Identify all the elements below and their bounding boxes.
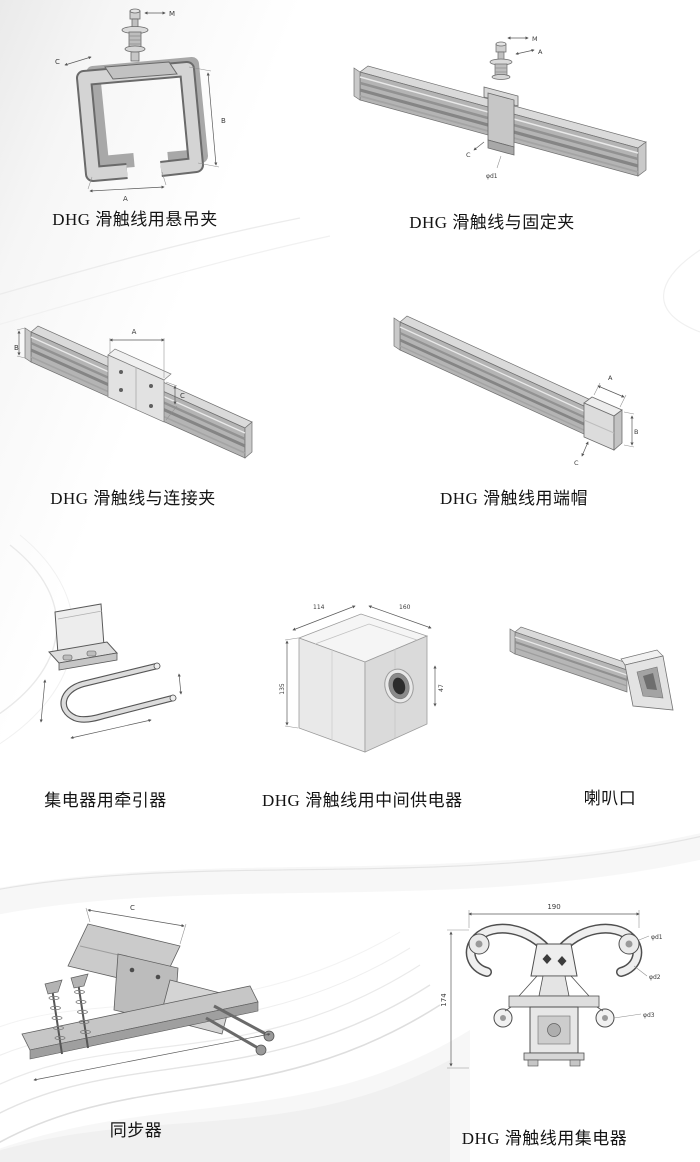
dim-label: C [180, 392, 185, 400]
conductor-rail [509, 626, 634, 693]
horn-mouth-art [500, 612, 700, 727]
clamp [483, 86, 519, 156]
synchronizer-image: C [21, 904, 275, 1082]
product-end-cap: A B C DHG 滑触线用端帽 [388, 296, 640, 512]
center-bracket [529, 943, 578, 997]
conductor-rail [393, 315, 594, 436]
dim-label: φd2 [649, 974, 661, 981]
product-collector: 190 174 [432, 892, 677, 1148]
dim-label: 160 [399, 604, 411, 611]
dim-label: M [532, 35, 538, 43]
synchronizer-caption: 同步器 [109, 1121, 163, 1140]
connection-clamp-image: A C B [14, 325, 253, 459]
dim-label: B [634, 428, 638, 436]
collector-art: 190 174 [432, 892, 677, 1092]
connection-clamp-caption: DHG 滑触线与连接夹 [50, 489, 216, 508]
dim-label: 174 [440, 993, 448, 1007]
fixing-clamp-caption: DHG 滑触线与固定夹 [409, 213, 575, 232]
dim-label: B [14, 344, 19, 352]
hinge-plate [47, 603, 118, 671]
u-rod [60, 662, 176, 723]
product-suspension-clamp: M C B A DHG 滑触线用悬吊夹 [15, 5, 255, 233]
bolt [121, 8, 149, 62]
traction-device-art [18, 596, 193, 766]
end-cap-image: A B C [393, 315, 638, 467]
bolt [489, 41, 513, 80]
product-fixing-clamp: M A C φd1 DHG 滑触线与固定夹 [350, 30, 650, 238]
joint-sleeve [107, 348, 172, 423]
dim-label: C [574, 459, 579, 467]
collector-caption: DHG 滑触线用集电器 [461, 1129, 628, 1148]
carriage [493, 975, 614, 1067]
dim-label: C [130, 904, 135, 912]
end-cap-block [583, 396, 623, 451]
suspension-clamp-image: M C B A [55, 8, 226, 203]
dim-label: B [221, 117, 226, 125]
product-middle-feeder: 114 160 135 47 DHG 滑触线用中间供电器 [262, 594, 462, 814]
traction-device-image [39, 603, 182, 739]
dim-label: C [55, 58, 60, 66]
dim-label: 114 [313, 604, 325, 611]
synchronizer-art: C [0, 884, 300, 1109]
dim-label: C [466, 151, 471, 159]
dim-label: 135 [279, 683, 286, 695]
collector-image: 190 174 [440, 903, 663, 1069]
dim-label: 190 [547, 903, 560, 911]
fixing-clamp-image: M A C φd1 [353, 35, 647, 180]
horn-mouth-caption: 喇叭口 [583, 789, 637, 808]
horn-mouth-image [509, 626, 674, 711]
connection-clamp-art: A C B [8, 298, 258, 478]
traction-device-caption: 集电器用牵引器 [44, 791, 167, 810]
bracket [76, 57, 208, 182]
end-cap-caption: DHG 滑触线用端帽 [439, 489, 589, 508]
dim-label: M [169, 10, 175, 18]
horn-flare [620, 649, 674, 711]
spring-arms [465, 923, 642, 977]
suspension-clamp-caption: DHG 滑触线用悬吊夹 [52, 210, 218, 229]
dim-label: φd1 [486, 173, 498, 180]
dim-label: 47 [438, 684, 445, 692]
middle-feeder-image: 114 160 135 47 [279, 604, 445, 753]
dim-label: A [608, 374, 613, 382]
dim-label: A [538, 48, 543, 56]
product-synchronizer: C [0, 884, 300, 1140]
suspension-clamp-art: M C B A [15, 5, 255, 205]
dim-label: φd3 [643, 1012, 655, 1019]
fixing-clamp-art: M A C φd1 [350, 30, 650, 200]
product-traction-device: 集电器用牵引器 [18, 596, 193, 814]
dim-label: φd1 [651, 934, 663, 941]
middle-feeder-caption: DHG 滑触线用中间供电器 [262, 791, 463, 810]
dim-label: A [123, 195, 128, 203]
middle-feeder-art: 114 160 135 47 [262, 594, 462, 769]
dim-label: A [132, 328, 137, 336]
cable-port [384, 668, 414, 704]
end-cap-art: A B C [388, 296, 640, 471]
product-horn-mouth: 喇叭口 [500, 612, 700, 808]
product-connection-clamp: A C B DHG 滑触线与连接夹 [8, 298, 258, 512]
